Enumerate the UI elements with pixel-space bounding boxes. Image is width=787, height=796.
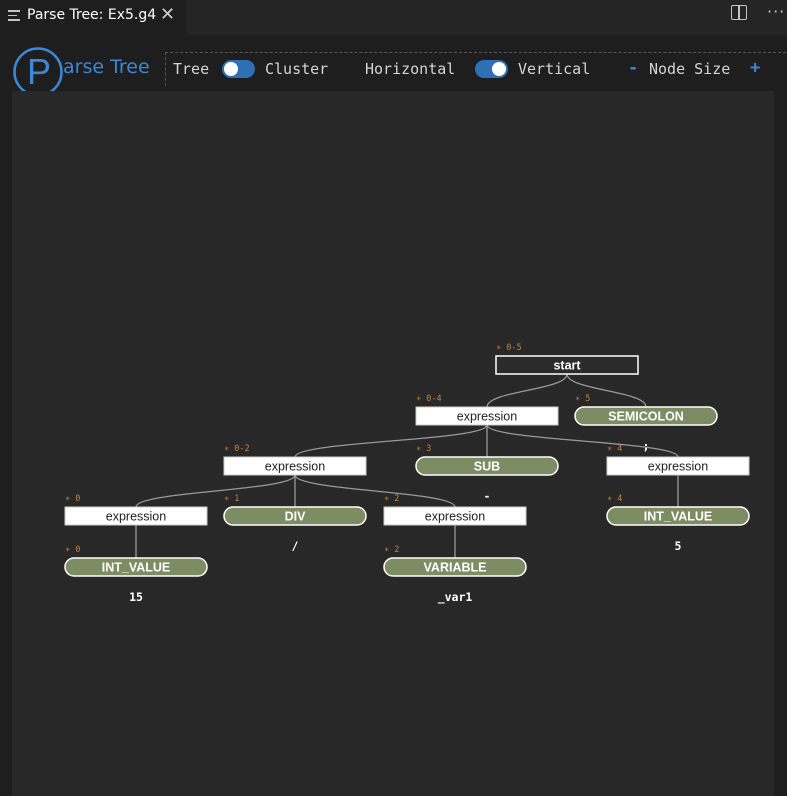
token-text: 5: [675, 539, 682, 553]
increase-node-size-button[interactable]: +: [750, 58, 761, 78]
node-label: SEMICOLON: [608, 410, 684, 424]
node-size-label: Node Size: [649, 60, 731, 78]
node-label: VARIABLE: [424, 561, 487, 575]
token-node-box: [574, 406, 718, 426]
node-range-label: ∗ 0-2: [224, 444, 250, 454]
more-actions-icon[interactable]: ···: [767, 2, 786, 21]
tree-edge: [566, 373, 647, 408]
node-label: expression: [648, 460, 708, 474]
token-text: ;: [643, 439, 650, 453]
tree-node-var[interactable]: VARIABLE ∗ 2 _var1: [383, 545, 527, 605]
rule-node-box: [606, 456, 750, 476]
node-range-label: ∗ 0-5: [496, 343, 522, 353]
toggle-knob: [492, 62, 506, 76]
tab-bar: Parse Tree: Ex5.g4 ✕ ···: [0, 0, 787, 35]
node-label: expression: [457, 410, 517, 424]
token-text: 15: [129, 590, 143, 604]
node-label: expression: [425, 510, 485, 524]
toolbar: Tree Cluster Horizontal Vertical - Node …: [165, 52, 786, 86]
tab-parse-tree[interactable]: Parse Tree: Ex5.g4 ✕: [0, 0, 186, 35]
token-node-box: [64, 557, 208, 577]
toggle-knob: [224, 62, 238, 76]
node-range-label: ∗ 0: [65, 494, 80, 504]
node-label: expression: [106, 510, 166, 524]
token-node-box: [606, 506, 750, 526]
list-icon: [8, 10, 20, 24]
rule-node-box: [64, 506, 208, 526]
token-text: /: [292, 539, 299, 553]
tree-node-expr2[interactable]: expression ∗ 0-2: [223, 444, 367, 476]
rule-node-box: [383, 506, 527, 526]
tree-label: Tree: [173, 60, 210, 78]
tab-title: Parse Tree: Ex5.g4: [27, 7, 157, 23]
tree-node-div[interactable]: DIV ∗ 1 /: [223, 494, 367, 553]
node-range-label: ∗ 4: [607, 444, 622, 454]
close-icon[interactable]: ✕: [160, 4, 176, 25]
token-node-box: [415, 456, 559, 476]
tree-node-expr5[interactable]: expression ∗ 2: [383, 494, 527, 526]
token-node-box: [383, 557, 527, 577]
node-label: DIV: [285, 510, 307, 524]
orientation-toggle[interactable]: [475, 60, 508, 78]
split-editor-icon[interactable]: [731, 5, 747, 20]
node-range-label: ∗ 3: [416, 444, 431, 454]
node-range-label: ∗ 1: [224, 494, 239, 504]
tree-node-expr1[interactable]: expression ∗ 0-4: [415, 394, 559, 426]
rule-node-box: [415, 406, 559, 426]
node-range-label: ∗ 2: [384, 545, 399, 555]
node-label: SUB: [474, 460, 500, 474]
token-text: -: [484, 489, 491, 503]
node-range-label: ∗ 0-4: [416, 394, 442, 404]
token-text: _var1: [438, 590, 473, 605]
node-range-label: ∗ 4: [607, 494, 622, 504]
tree-node-int2[interactable]: INT_VALUE ∗ 4 5: [606, 494, 750, 553]
node-range-label: ∗ 2: [384, 494, 399, 504]
logo-letter: P: [27, 51, 51, 92]
node-label: INT_VALUE: [102, 561, 171, 575]
node-label: expression: [265, 460, 325, 474]
node-range-label: ∗ 5: [575, 394, 590, 404]
node-range-label: ∗ 0: [65, 545, 80, 555]
tree-edge: [294, 474, 456, 508]
token-node-box: [223, 506, 367, 526]
horizontal-label: Horizontal: [365, 60, 456, 78]
tree-edge: [486, 373, 568, 408]
decrease-node-size-button[interactable]: -: [628, 58, 639, 78]
node-label: INT_VALUE: [644, 510, 713, 524]
tree-node-expr3[interactable]: expression ∗ 4: [606, 444, 750, 476]
tree-cluster-toggle[interactable]: [222, 60, 255, 78]
vertical-label: Vertical: [518, 60, 591, 78]
tree-node-semi[interactable]: SEMICOLON ∗ 5;: [574, 394, 718, 453]
rule-node-box: [223, 456, 367, 476]
tree-node-start[interactable]: start ∗ 0-5: [495, 343, 639, 375]
page-title: arse Tree: [63, 56, 150, 78]
tree-node-int1[interactable]: INT_VALUE ∗ 0 15: [64, 545, 208, 604]
tree-edge: [486, 424, 679, 458]
tree-node-sub[interactable]: SUB ∗ 3 -: [415, 444, 559, 503]
node-label: start: [553, 359, 581, 373]
tree-node-expr4[interactable]: expression ∗ 0: [64, 494, 208, 526]
cluster-label: Cluster: [265, 60, 329, 78]
tree-edge: [135, 474, 296, 508]
tree-edge: [294, 424, 488, 458]
rule-node-box: [495, 355, 639, 375]
